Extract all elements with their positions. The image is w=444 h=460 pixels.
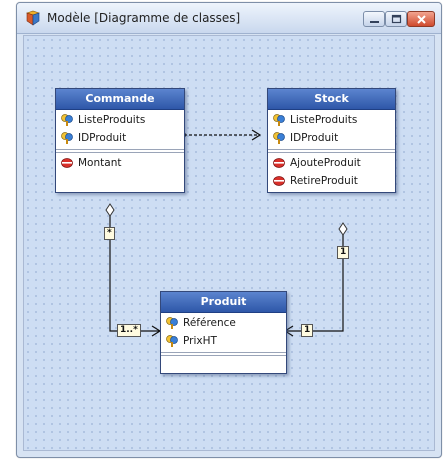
method-name: AjouteProduit bbox=[290, 157, 361, 169]
key-attribute-icon bbox=[272, 113, 287, 127]
class-stock[interactable]: Stock ListeProduits IDProduit AjouteProd… bbox=[267, 88, 396, 193]
method-name: RetireProduit bbox=[290, 175, 358, 187]
key-attribute-icon bbox=[165, 334, 180, 348]
attribute-row[interactable]: Référence bbox=[161, 314, 286, 332]
red-method-icon bbox=[272, 156, 287, 170]
attribute-name: PrixHT bbox=[183, 335, 217, 347]
attribute-name: IDProduit bbox=[290, 132, 339, 144]
multiplicity-label: 1..* bbox=[117, 324, 141, 337]
methods-section: AjouteProduit RetireProduit bbox=[268, 152, 395, 192]
maximize-button[interactable] bbox=[385, 11, 407, 27]
attribute-row[interactable]: ListeProduits bbox=[56, 111, 184, 129]
window-title: Modèle [Diagramme de classes] bbox=[47, 11, 241, 25]
class-title: Produit bbox=[161, 292, 286, 313]
attributes-section: Référence PrixHT bbox=[161, 313, 286, 353]
attribute-row[interactable]: IDProduit bbox=[56, 129, 184, 147]
attribute-name: ListeProduits bbox=[290, 114, 358, 126]
dependency-connector[interactable] bbox=[180, 129, 262, 141]
attributes-section: ListeProduits IDProduit bbox=[56, 110, 184, 150]
attribute-name: Référence bbox=[183, 317, 236, 329]
method-row[interactable]: AjouteProduit bbox=[268, 154, 395, 172]
red-method-icon bbox=[272, 174, 287, 188]
methods-section bbox=[161, 355, 286, 373]
diagram-canvas: * 1..* 1 1 Commande ListeProduits IDProd… bbox=[23, 35, 435, 451]
model-icon bbox=[25, 10, 41, 26]
key-attribute-icon bbox=[165, 316, 180, 330]
minimize-button[interactable] bbox=[363, 11, 385, 27]
methods-section: Montant bbox=[56, 152, 184, 192]
method-name: Montant bbox=[78, 157, 122, 169]
multiplicity-label: 1 bbox=[301, 324, 314, 337]
attribute-name: IDProduit bbox=[78, 132, 127, 144]
class-title: Stock bbox=[268, 89, 395, 110]
key-attribute-icon bbox=[60, 131, 75, 145]
diagram-window: Modèle [Diagramme de classes] bbox=[16, 2, 442, 458]
stock-produit-association[interactable] bbox=[283, 222, 348, 337]
attribute-row[interactable]: PrixHT bbox=[161, 332, 286, 350]
attribute-row[interactable]: IDProduit bbox=[268, 129, 395, 147]
class-title: Commande bbox=[56, 89, 184, 110]
class-produit[interactable]: Produit Référence PrixHT bbox=[160, 291, 287, 374]
multiplicity-label: 1 bbox=[337, 246, 350, 259]
method-row[interactable]: RetireProduit bbox=[268, 172, 395, 190]
red-method-icon bbox=[60, 156, 75, 170]
empty-row bbox=[56, 172, 184, 190]
commande-produit-association[interactable] bbox=[105, 203, 162, 337]
key-attribute-icon bbox=[272, 131, 287, 145]
attributes-section: ListeProduits IDProduit bbox=[268, 110, 395, 150]
attribute-row[interactable]: ListeProduits bbox=[268, 111, 395, 129]
title-bar: Modèle [Diagramme de classes] bbox=[17, 3, 441, 34]
class-commande[interactable]: Commande ListeProduits IDProduit Montant bbox=[55, 88, 185, 193]
key-attribute-icon bbox=[60, 113, 75, 127]
attribute-name: ListeProduits bbox=[78, 114, 146, 126]
empty-row bbox=[161, 357, 286, 371]
multiplicity-label: * bbox=[104, 227, 115, 240]
method-row[interactable]: Montant bbox=[56, 154, 184, 172]
close-button[interactable] bbox=[407, 11, 435, 27]
